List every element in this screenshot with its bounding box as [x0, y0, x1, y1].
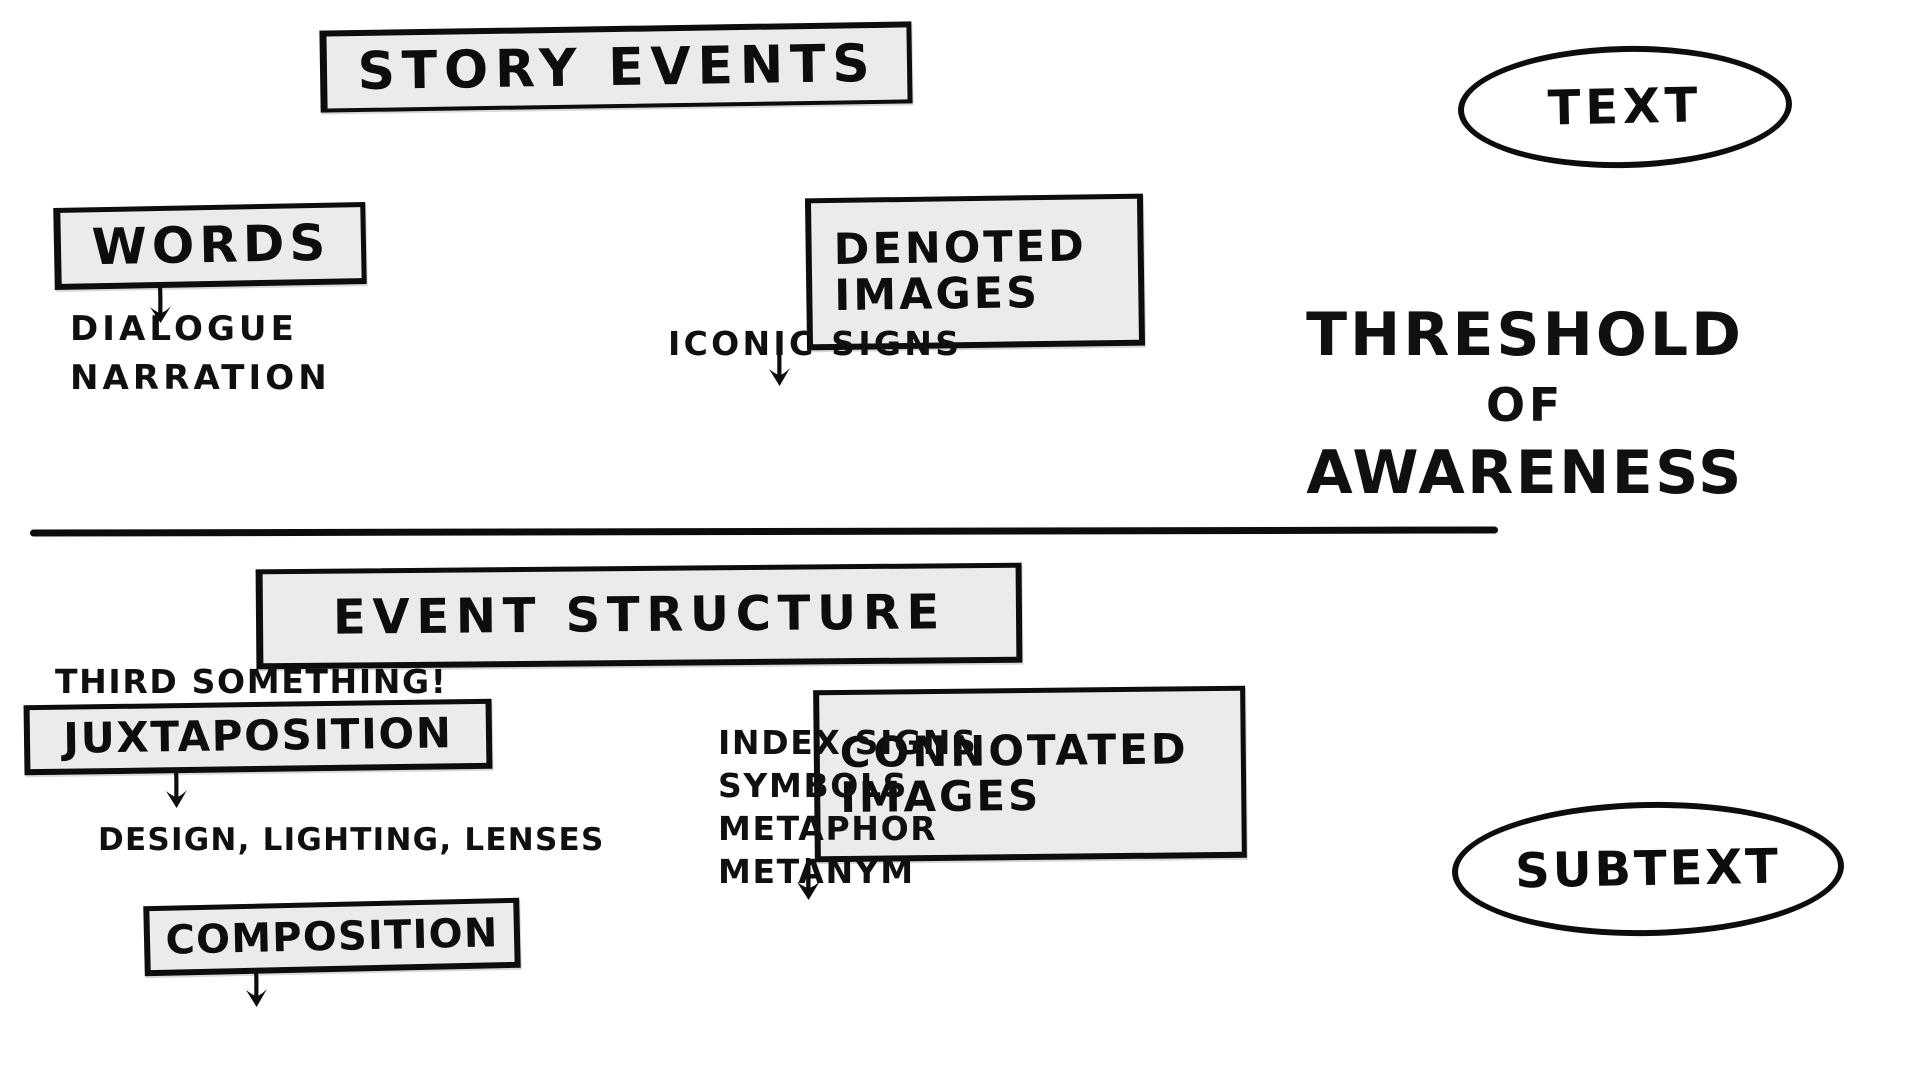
caption-connotated-images: INDEX SIGNS SYMBOLS METAPHOR METANYM — [718, 723, 978, 891]
threshold-line-3: AWARENESS — [1306, 438, 1744, 508]
box-words: WORDS — [53, 202, 367, 290]
caption-denoted-images: ICONIC SIGNS — [668, 324, 963, 363]
threshold-line-1: THRESHOLD — [1306, 300, 1744, 370]
box-composition: COMPOSITION — [143, 897, 521, 977]
oval-text-label: TEXT — [1547, 77, 1703, 137]
arrow-composition-to-design — [246, 970, 267, 1007]
oval-text: TEXT — [1456, 42, 1794, 172]
caption-composition: DESIGN, LIGHTING, LENSES — [98, 822, 605, 858]
box-composition-label: COMPOSITION — [164, 909, 499, 964]
box-juxtaposition: JUXTAPOSITION — [23, 698, 493, 776]
threshold-line-2: OF — [1486, 378, 1564, 432]
box-story-events: STORY EVENTS — [319, 21, 913, 113]
caption-words: DIALOGUE NARRATION — [70, 309, 331, 399]
box-juxtaposition-label: JUXTAPOSITION — [62, 708, 453, 764]
box-words-label: WORDS — [91, 213, 331, 277]
box-event-structure-label: EVENT STRUCTURE — [332, 584, 947, 646]
arrow-juxtaposition-to-third-something — [166, 770, 187, 808]
oval-subtext: SUBTEXT — [1450, 798, 1846, 940]
box-event-structure: EVENT STRUCTURE — [255, 562, 1023, 670]
box-denoted-images-label: DENOTED IMAGES — [833, 221, 1088, 321]
box-story-events-label: STORY EVENTS — [357, 33, 877, 102]
threshold-of-awareness-label: THRESHOLD OF AWARENESS — [1130, 300, 1920, 508]
arrow-denoted-to-iconic — [769, 346, 790, 386]
oval-subtext-label: SUBTEXT — [1514, 838, 1782, 900]
threshold-divider-line — [29, 526, 1499, 537]
caption-juxtaposition: THIRD SOMETHING! — [55, 662, 448, 701]
arrow-words-to-dialogue — [150, 286, 171, 323]
arrow-connotated-to-signs — [797, 858, 820, 900]
